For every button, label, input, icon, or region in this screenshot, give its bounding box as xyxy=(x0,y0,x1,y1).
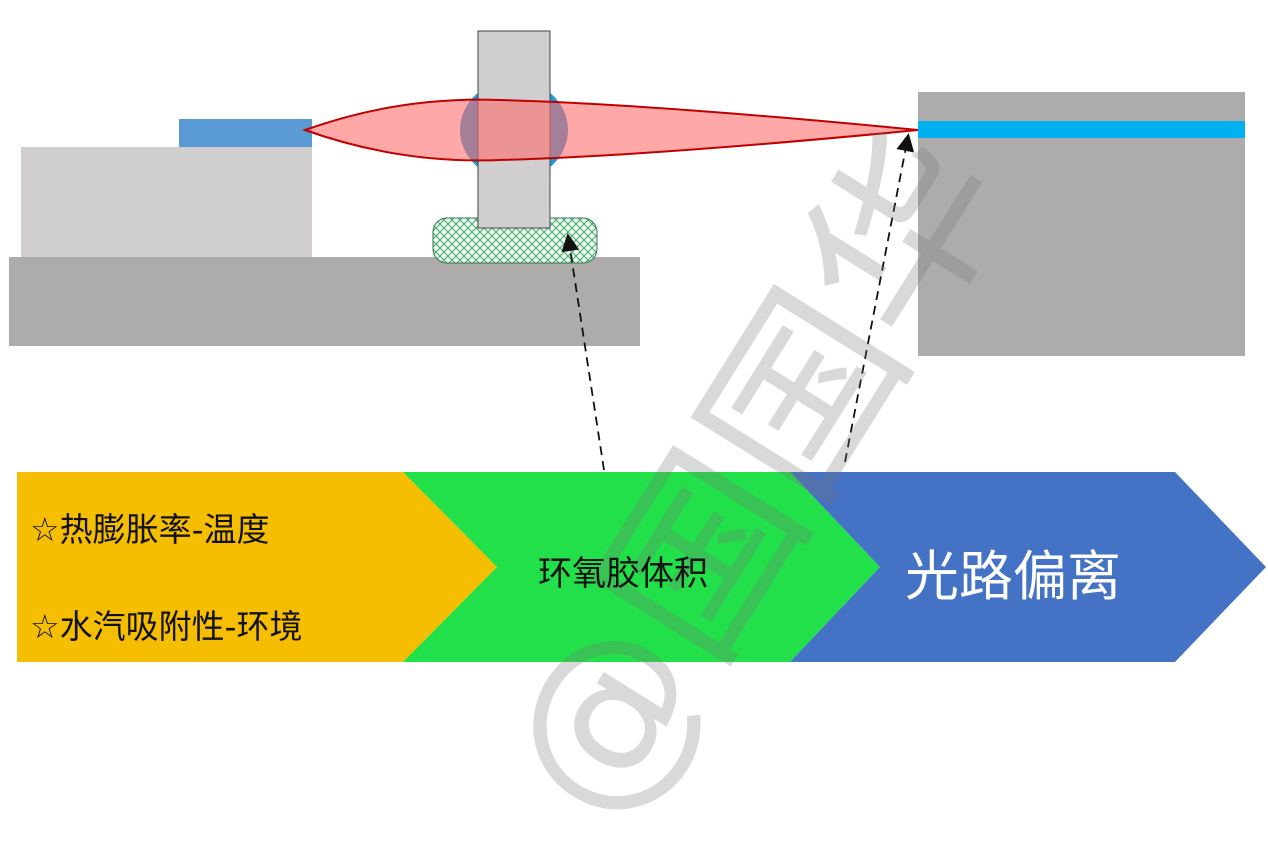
laser-submount xyxy=(21,147,312,257)
arrow-to-epoxy xyxy=(561,233,605,471)
base-substrate xyxy=(9,257,640,346)
light-beam xyxy=(302,98,919,162)
mechanism-arrow-shape xyxy=(403,472,880,662)
cause-moisture-absorption: ☆水汽吸附性-环境 xyxy=(30,607,303,646)
cause-thermal-expansion: ☆热膨胀率-温度 xyxy=(30,510,270,549)
result-label: 光路偏离 xyxy=(905,545,1121,608)
mechanism-label: 环氧胶体积 xyxy=(538,554,708,594)
result-arrow-shape xyxy=(790,472,1266,662)
laser-chip xyxy=(179,119,312,147)
arrow-to-waveguide xyxy=(844,133,915,463)
optical-diagram xyxy=(9,30,1266,662)
cause-arrow-shape xyxy=(17,472,497,662)
target-waveguide xyxy=(918,121,1245,138)
